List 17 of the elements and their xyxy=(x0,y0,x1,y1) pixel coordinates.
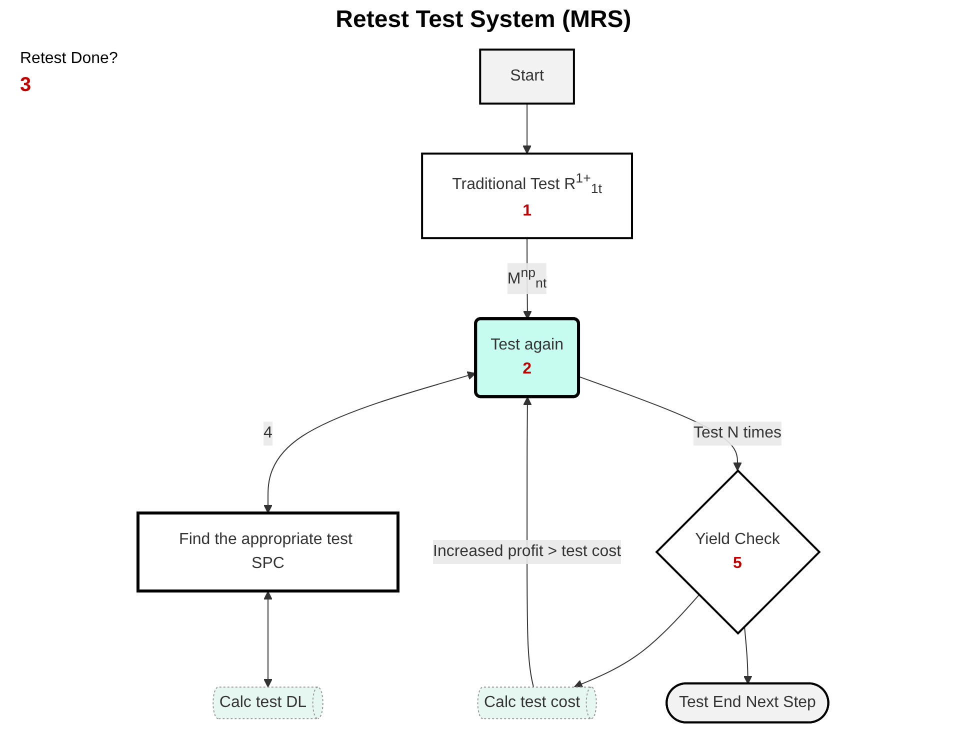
arrow xyxy=(264,591,273,688)
node-text: Calc test DL xyxy=(220,694,307,711)
node-box: Start xyxy=(479,48,576,105)
arrow xyxy=(574,594,700,688)
note-text: Retest Done? xyxy=(20,50,118,68)
edge-label: Test N times xyxy=(694,424,782,442)
callout-number: 3 xyxy=(20,74,32,97)
node-box: Find the appropriate test SPC xyxy=(136,512,400,592)
arrow xyxy=(264,371,476,514)
arrow xyxy=(522,103,532,154)
node-diamond: Yield Check 5 xyxy=(656,469,822,635)
arrow xyxy=(523,396,534,688)
arrow xyxy=(744,626,753,684)
edge-label: 4 xyxy=(264,424,273,442)
edge-label: Increased profit > test cost xyxy=(433,543,622,560)
node-text: Calc test cost xyxy=(484,694,580,711)
diagram-title: Retest Test System (MRS) xyxy=(334,6,632,34)
